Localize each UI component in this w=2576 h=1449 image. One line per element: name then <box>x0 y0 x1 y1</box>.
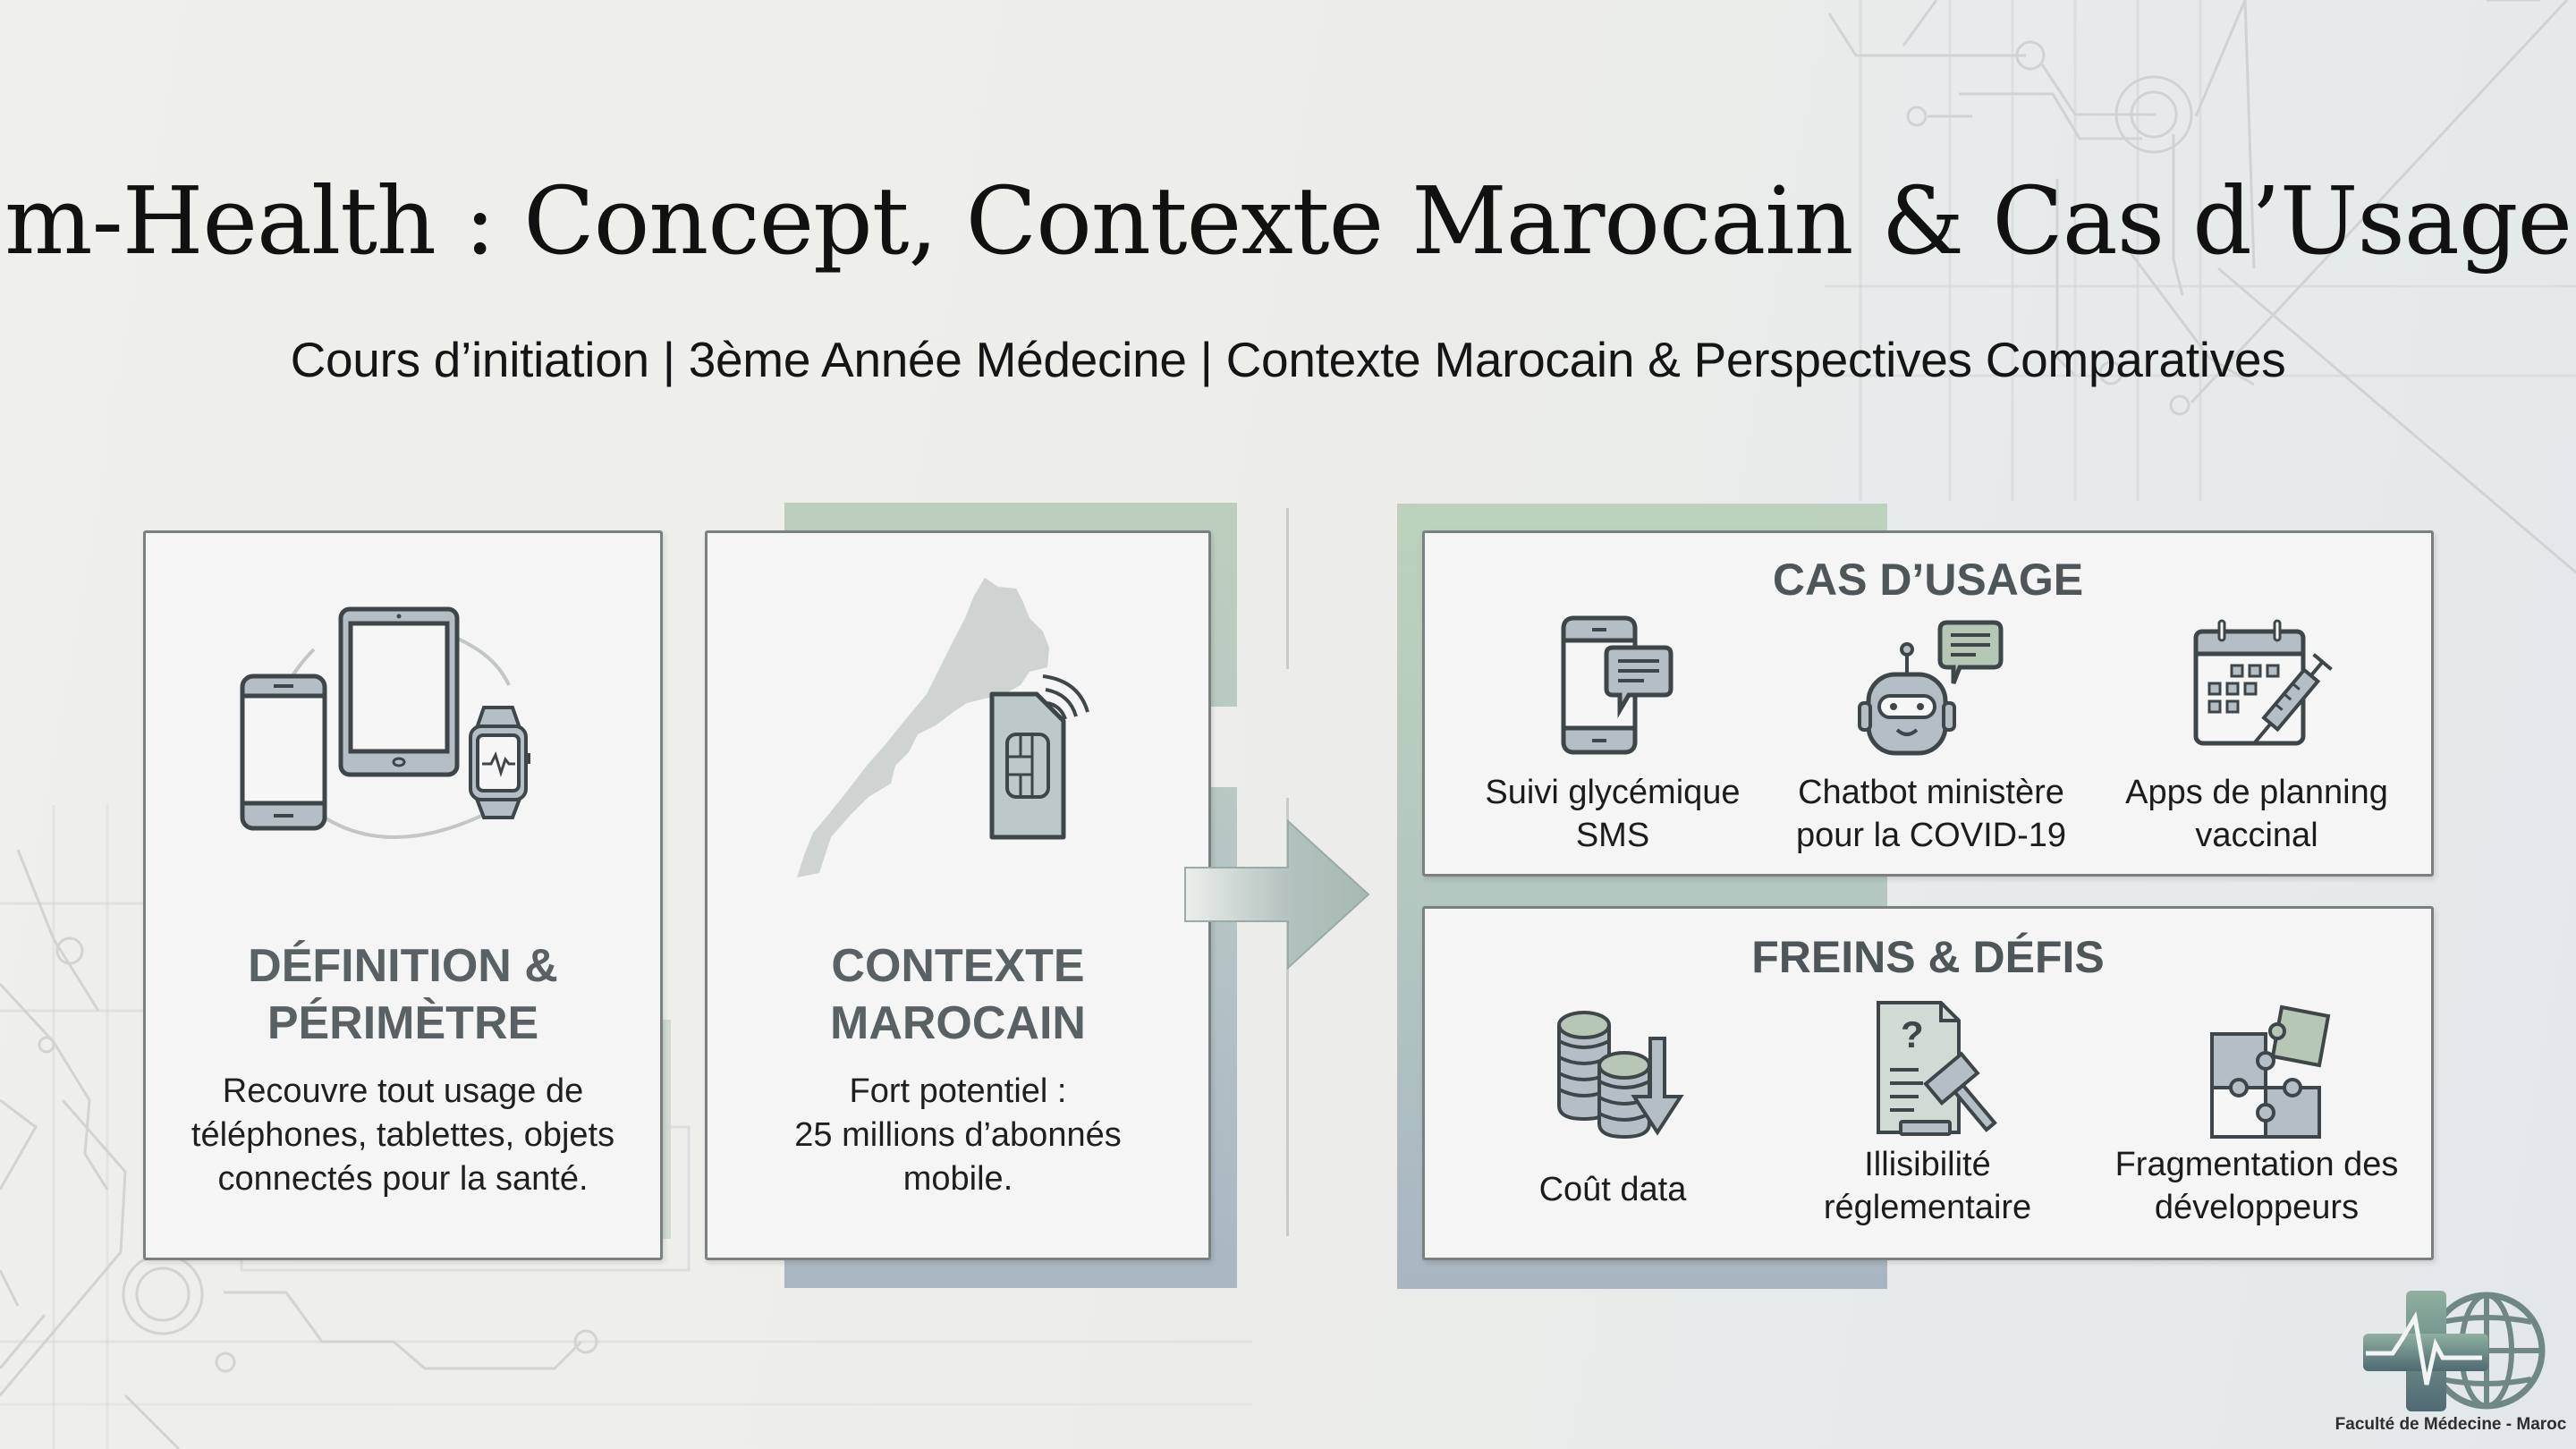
challenge-item: Fragmentation des développeurs <box>2105 998 2409 1226</box>
card-title: MAROCAIN <box>830 997 1086 1049</box>
use-case-item: Apps de planning vaccinal <box>2105 614 2409 854</box>
challenge-label: Illisibilité <box>1864 1146 1991 1183</box>
chatbot-icon <box>1858 620 2004 756</box>
card-description: Recouvre tout usage de <box>222 1072 584 1110</box>
card-title: DÉFINITION & <box>248 940 558 992</box>
challenge-label: réglementaire <box>1823 1189 2032 1226</box>
use-case-label: Apps de planning <box>2125 774 2388 811</box>
use-case-label: Chatbot ministère <box>1798 774 2064 811</box>
use-case-item: Chatbot ministère pour la COVID-19 <box>1779 614 2083 854</box>
medical-cross-globe-icon <box>2363 1291 2546 1411</box>
divider-line <box>1286 798 1289 1236</box>
card-description: Fort potentiel : <box>849 1072 1067 1110</box>
card-contexte-marocain: CONTEXTE MAROCAIN Fort potentiel : 25 mi… <box>705 530 1211 1260</box>
use-cases-title: CAS D’USAGE <box>1772 555 2084 605</box>
document-gavel-icon: ? <box>1877 1001 1997 1136</box>
card-title: PÉRIMÈTRE <box>267 997 539 1049</box>
calendar-syringe-icon <box>2193 619 2333 746</box>
faculty-logo: Faculté de Médecine - Maroc <box>2330 1268 2572 1447</box>
use-case-label: SMS <box>1575 817 1650 854</box>
card-description: téléphones, tablettes, objets <box>191 1116 615 1154</box>
frame-gap <box>1208 707 1243 787</box>
use-case-label: vaccinal <box>2195 817 2318 854</box>
morocco-map-sim-icon <box>797 578 1089 877</box>
card-description: connectés pour la santé. <box>217 1160 589 1198</box>
challenge-label: Coût data <box>1538 1171 1687 1208</box>
challenge-item: ? Illisibilité réglementaire <box>1775 998 2080 1226</box>
card-description: 25 millions d’abonnés <box>794 1116 1122 1154</box>
challenge-item: Coût data <box>1461 998 1765 1208</box>
challenge-label: développeurs <box>2154 1189 2360 1226</box>
logo-text: Faculté de Médecine - Maroc <box>2334 1415 2567 1434</box>
card-title: CONTEXTE <box>831 940 1085 992</box>
divider-line <box>1286 508 1289 669</box>
coins-down-icon <box>1557 1011 1684 1140</box>
use-cases-panel: CAS D’USAGE Suivi glycémique SMS <box>1422 530 2434 877</box>
slide-subtitle: Cours d’initiation | 3ème Année Médecine… <box>290 332 2286 387</box>
devices-icon <box>240 606 530 839</box>
use-case-label: Suivi glycémique <box>1485 774 1741 811</box>
challenges-title: FREINS & DÉFIS <box>1751 932 2105 982</box>
use-case-item: Suivi glycémique SMS <box>1461 614 1765 854</box>
challenges-panel: FREINS & DÉFIS Coût data ? <box>1422 906 2434 1260</box>
card-definition-perimetre: DÉFINITION & PÉRIMÈTRE Recouvre tout usa… <box>143 530 663 1260</box>
use-case-label: pour la COVID-19 <box>1795 817 2066 854</box>
svg-text:?: ? <box>1901 1013 1924 1055</box>
slide-title: m-Health : Concept, Contexte Marocain & … <box>4 166 2572 275</box>
challenge-label: Fragmentation des <box>2114 1146 2399 1183</box>
arrow-right-icon <box>1184 818 1370 970</box>
phone-sms-icon <box>1561 615 1674 755</box>
puzzle-icon <box>2210 1004 2331 1139</box>
card-description: mobile. <box>902 1160 1013 1198</box>
